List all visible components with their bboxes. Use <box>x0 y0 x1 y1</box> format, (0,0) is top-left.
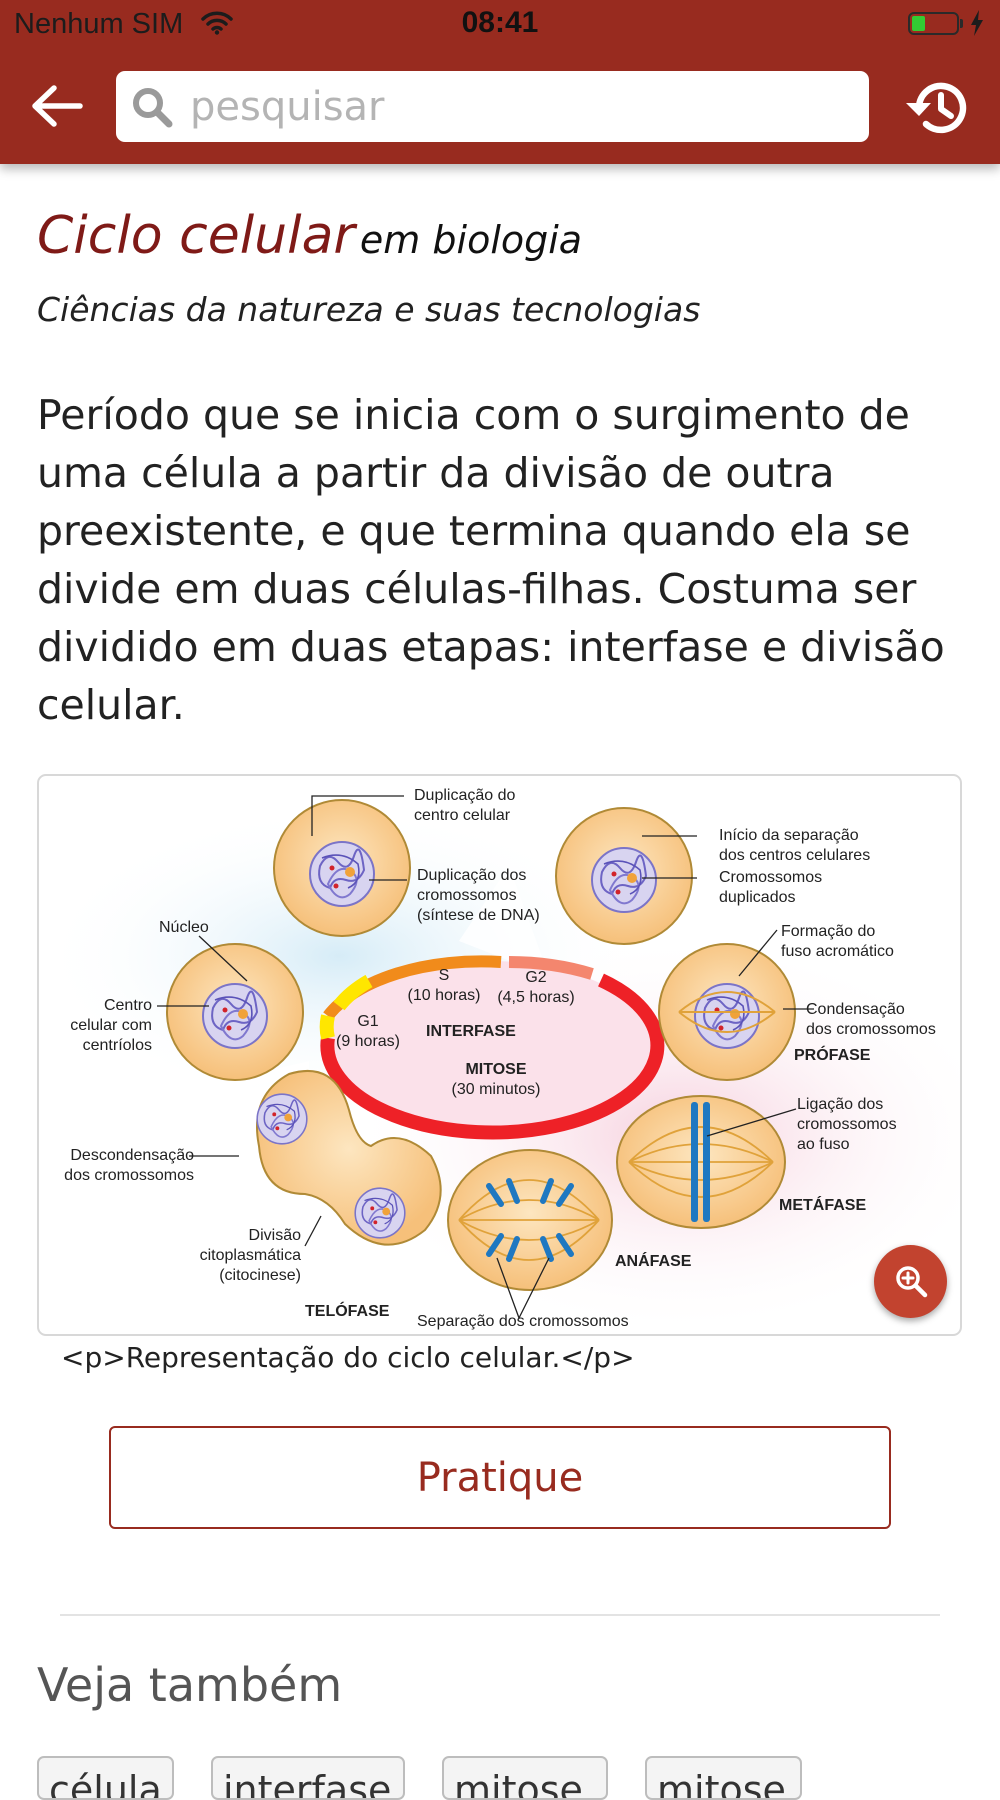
label-metafase: METÁFASE <box>779 1195 866 1214</box>
label-crom-dup-2: duplicados <box>719 889 796 906</box>
chip-label: mitose <box>454 1768 583 1800</box>
label-dup-centro-2: centro celular <box>414 807 511 824</box>
see-also-chip[interactable]: mitose <box>442 1756 608 1800</box>
see-also-title: Veja também <box>37 1658 343 1712</box>
label-formacao-1: Formação do <box>781 923 875 940</box>
label-divisao-3: (citocinese) <box>219 1267 301 1284</box>
label-profase: PRÓFASE <box>794 1045 871 1064</box>
section-divider <box>60 1614 940 1616</box>
entry-area: Ciências da natureza e suas tecnologias <box>37 290 701 329</box>
chip-label: mitose <box>657 1768 786 1800</box>
history-button[interactable] <box>902 76 972 138</box>
battery-cap <box>960 19 963 28</box>
label-condens-1: Condensação <box>806 1001 905 1018</box>
label-anafase: ANÁFASE <box>615 1251 692 1270</box>
carrier-label: Nenhum SIM <box>14 8 184 40</box>
label-ligacao-2: cromossomos <box>797 1116 897 1133</box>
zoom-in-icon <box>896 1266 928 1298</box>
search-icon <box>133 88 173 128</box>
entry-title: Ciclo celular em biologia <box>37 206 582 266</box>
label-ligacao-1: Ligação dos <box>797 1096 883 1113</box>
cell-cycle-figure[interactable]: Duplicação do centro celular Duplicação … <box>37 774 962 1336</box>
label-g2-1: G2 <box>525 969 546 986</box>
label-mitose-2: (30 minutos) <box>452 1081 541 1098</box>
battery-icon <box>908 12 959 35</box>
entry-definition: Período que se inicia com o surgimento d… <box>37 391 945 729</box>
clock: 08:41 <box>461 6 539 39</box>
see-also-chip[interactable]: interfase <box>211 1756 405 1800</box>
back-button[interactable] <box>30 84 84 128</box>
label-mitose-1: MITOSE <box>465 1061 526 1078</box>
see-also-chip[interactable]: mitose <box>645 1756 802 1800</box>
label-s-2: (10 horas) <box>408 987 481 1004</box>
cell-cycle-illustration: Duplicação do centro celular Duplicação … <box>39 787 960 1334</box>
search-bar <box>116 71 869 142</box>
battery-level <box>912 16 925 31</box>
label-inicio-2: dos centros celulares <box>719 847 870 864</box>
wifi-icon <box>201 11 233 35</box>
chip-label: célula <box>49 1768 162 1800</box>
chip-label: interfase <box>223 1768 392 1800</box>
search-input[interactable] <box>188 79 852 135</box>
label-interfase: INTERFASE <box>426 1023 516 1040</box>
label-g2-2: (4,5 horas) <box>497 989 574 1006</box>
label-inicio-1: Início da separação <box>719 827 859 844</box>
label-g1-1: G1 <box>357 1013 378 1030</box>
entry-term: Ciclo celular <box>37 206 355 266</box>
label-nucleo: Núcleo <box>159 919 209 936</box>
label-dup-crom-2: cromossomos <box>417 887 517 904</box>
label-dup-centro-1: Duplicação do <box>414 787 516 804</box>
label-crom-dup-1: Cromossomos <box>719 869 822 886</box>
app-header: Nenhum SIM 08:41 <box>0 0 1000 164</box>
label-descond-1: Descondensação <box>70 1147 194 1164</box>
label-condens-2: dos cromossomos <box>806 1021 936 1038</box>
label-centro-3: centríolos <box>83 1037 152 1054</box>
label-s-1: S <box>439 967 450 984</box>
label-separacao: Separação dos cromossomos <box>417 1313 629 1330</box>
label-telofase: TELÓFASE <box>305 1301 390 1320</box>
label-divisao-1: Divisão <box>249 1227 302 1244</box>
figure-caption: <p>Representação do ciclo celular.</p> <box>61 1341 635 1374</box>
label-g1-2: (9 horas) <box>336 1033 400 1050</box>
zoom-button[interactable] <box>874 1245 947 1318</box>
charging-icon <box>971 10 983 36</box>
label-dup-crom-1: Duplicação dos <box>417 867 526 884</box>
arrow-left-icon <box>32 85 83 127</box>
label-descond-2: dos cromossomos <box>64 1167 194 1184</box>
see-also-chip[interactable]: célula <box>37 1756 174 1800</box>
history-icon <box>906 82 967 134</box>
entry-domain: em biologia <box>359 218 583 262</box>
label-centro-1: Centro <box>104 997 152 1014</box>
label-divisao-2: citoplasmática <box>200 1247 301 1264</box>
label-ligacao-3: ao fuso <box>797 1136 850 1153</box>
practice-button[interactable]: Pratique <box>109 1426 891 1529</box>
label-formacao-2: fuso acromático <box>781 943 894 960</box>
label-dup-crom-3: (síntese de DNA) <box>417 907 540 924</box>
label-centro-2: celular com <box>70 1017 152 1034</box>
